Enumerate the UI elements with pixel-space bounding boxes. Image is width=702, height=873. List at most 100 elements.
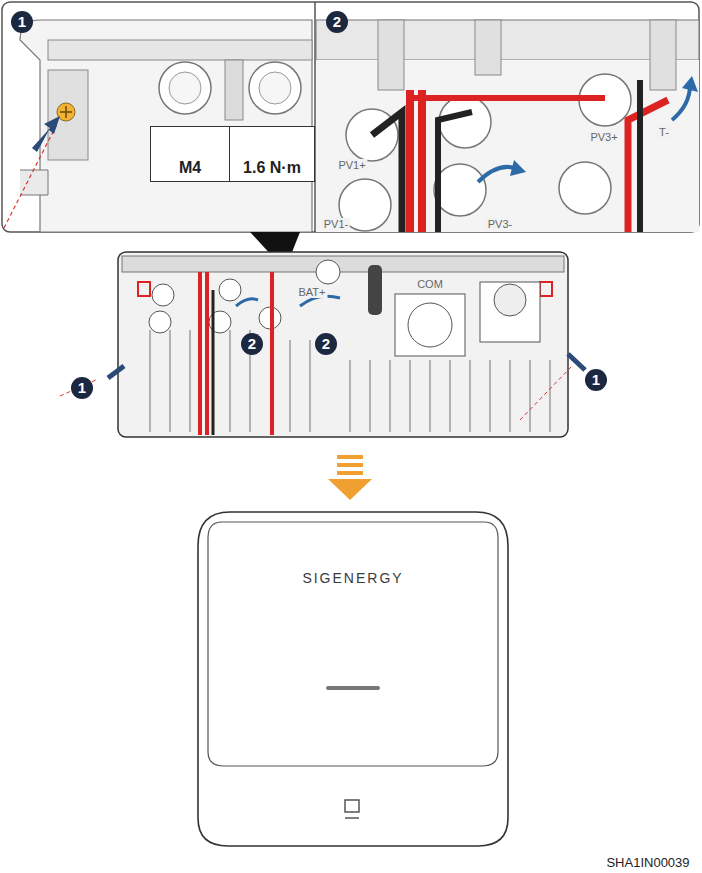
illustration-part — [408, 303, 452, 347]
port-label: PV3- — [486, 218, 514, 230]
illustration-part — [345, 800, 359, 818]
illustration-part — [249, 62, 301, 114]
illustration-part — [48, 70, 88, 160]
illustration-part — [212, 290, 215, 435]
illustration-part — [309, 340, 310, 432]
port-label: PV1- — [322, 218, 350, 230]
illustration-part — [2, 2, 699, 232]
illustration-part — [520, 366, 572, 420]
illustration-part — [369, 360, 370, 432]
illustration-part — [219, 279, 241, 301]
callout-number: 2 — [241, 333, 263, 355]
illustration-part — [489, 360, 490, 432]
tool-spec-text: M4 — [175, 159, 205, 181]
illustration-part — [57, 103, 75, 121]
illustration-part — [48, 40, 312, 60]
illustration-part — [418, 90, 426, 232]
illustration-part — [108, 366, 124, 378]
illustration-part — [637, 80, 643, 232]
port-label: COM — [415, 278, 445, 290]
illustration-part — [316, 20, 699, 60]
illustration-part — [169, 330, 170, 432]
illustration-part — [122, 256, 564, 272]
illustration-part — [150, 330, 550, 432]
illustration-part — [118, 252, 568, 437]
illustration-part — [540, 282, 552, 296]
illustration-part — [529, 360, 530, 432]
callout-number: 2 — [315, 333, 337, 355]
illustration-part — [20, 170, 48, 195]
illustration-part — [409, 360, 410, 432]
illustration-part — [469, 360, 470, 432]
illustration-part — [337, 455, 363, 459]
illustration-part — [368, 265, 382, 315]
illustration-part — [169, 72, 201, 104]
illustration-part — [316, 60, 699, 232]
illustration-part — [149, 279, 281, 333]
illustration-part — [328, 479, 372, 500]
illustration-part — [349, 360, 350, 432]
illustration-part — [200, 272, 207, 435]
battery-unit — [198, 512, 508, 846]
illustration-part — [672, 85, 690, 120]
brand-logo: SIGENERGY — [302, 570, 403, 586]
tool-spec-box: M4 — [150, 126, 230, 182]
illustration-part — [289, 340, 290, 432]
illustration-part — [316, 260, 340, 284]
illustration-part — [32, 116, 60, 152]
illustration-part — [509, 360, 510, 432]
callout-number: 1 — [71, 377, 93, 399]
illustration-part — [225, 60, 243, 120]
callout-number: 1 — [585, 369, 607, 391]
illustration-part — [270, 272, 274, 435]
illustration-part — [152, 284, 174, 306]
port-label: PV3+ — [588, 131, 619, 143]
illustration-part — [259, 72, 291, 104]
illustration-part — [434, 164, 486, 216]
illustration-part — [475, 20, 501, 75]
inverter-body — [60, 252, 585, 437]
illustration-part — [198, 512, 508, 846]
illustration-part — [395, 294, 465, 356]
tool-spec-box: 1.6 N·m — [229, 126, 315, 182]
port-label: PV1+ — [336, 159, 367, 171]
illustration-part — [410, 95, 605, 101]
illustration-part — [60, 106, 72, 118]
inset-panel-2 — [316, 20, 699, 232]
illustration-part — [480, 282, 540, 342]
illustration-part — [208, 522, 498, 766]
illustration-part — [429, 360, 430, 432]
illustration-part — [449, 360, 450, 432]
illustration-part — [682, 76, 698, 92]
illustration-part — [149, 330, 150, 432]
tool-spec-text: 1.6 N·m — [239, 159, 305, 181]
inset-frame — [2, 2, 699, 232]
illustration-part — [389, 360, 390, 432]
illustration-part — [337, 463, 363, 467]
illustration-part — [494, 284, 526, 316]
callout-number: 1 — [11, 11, 33, 33]
illustration-part — [559, 162, 611, 214]
callout-number: 2 — [326, 11, 348, 33]
figure-code: SHA1IN00039 — [606, 855, 689, 870]
illustration-part — [229, 330, 230, 432]
illustration-part — [138, 282, 150, 296]
illustration-part — [4, 122, 58, 228]
illustration-part — [510, 160, 526, 176]
illustration-part — [628, 100, 668, 232]
illustration-part — [378, 20, 404, 90]
illustration-part — [236, 299, 258, 306]
illustration-part — [149, 311, 171, 333]
illustration-part — [337, 471, 363, 475]
illustration-part — [568, 354, 585, 370]
illustration-part — [549, 360, 550, 432]
port-label: T- — [657, 126, 671, 138]
illustration-part — [159, 62, 211, 114]
direction-arrow — [328, 455, 372, 500]
illustration-part — [406, 90, 414, 232]
illustration-part — [326, 686, 380, 690]
port-label: BAT+ — [296, 286, 327, 298]
illustration-part — [650, 20, 676, 90]
illustration-part — [339, 74, 631, 231]
illustration-part — [372, 112, 402, 232]
